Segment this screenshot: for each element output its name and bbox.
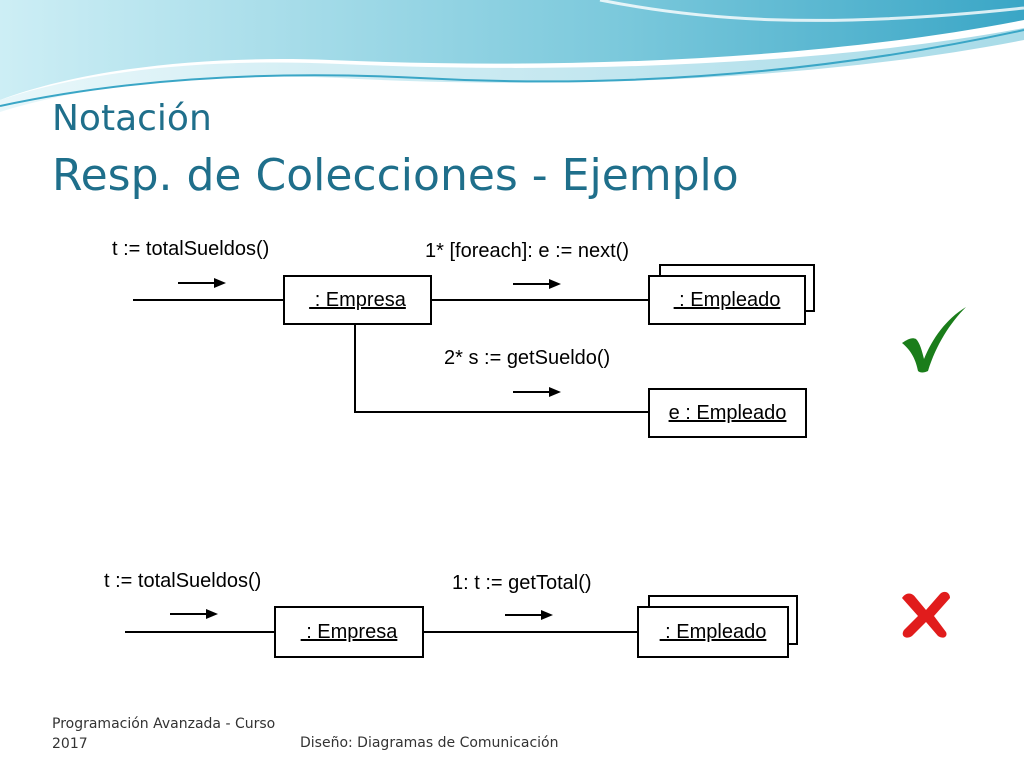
incorrect-empleado-multiobject: : Empleado (637, 606, 789, 658)
correct-message-1: 1* [foreach]: e := next() (425, 240, 629, 262)
arrow-message-in (178, 278, 226, 288)
footer-course: Programación Avanzada - Curso 2017 (52, 716, 276, 752)
slide-title: Resp. de Colecciones - Ejemplo (52, 150, 739, 201)
footer-topic: Diseño: Diagramas de Comunicación (300, 735, 559, 751)
correct-message-in: t := totalSueldos() (112, 238, 270, 260)
correct-empleado-multiobject: : Empleado (648, 275, 806, 325)
incorrect-empresa-label: : Empresa (300, 620, 398, 643)
correct-empleado-multi-label: : Empleado (673, 288, 781, 311)
correct-empresa-label: : Empresa (309, 288, 406, 311)
header-wave-decoration (0, 0, 1024, 112)
correct-empresa-object: : Empresa (283, 275, 432, 325)
arrow-message-2 (513, 387, 561, 397)
arrow-message-in-2 (170, 609, 218, 619)
correct-message-2: 2* s := getSueldo() (444, 347, 611, 369)
incorrect-message-1: 1: t := getTotal() (452, 572, 592, 594)
cross-icon (902, 591, 950, 638)
incorrect-empresa-object: : Empresa (274, 606, 424, 658)
check-icon (902, 307, 966, 373)
slide-subtitle: Notación (52, 98, 212, 139)
arrow-message-1-2 (505, 610, 553, 620)
arrow-message-1 (513, 279, 561, 289)
link-empresa-empleado (354, 325, 648, 413)
incorrect-empleado-multi-label: : Empleado (659, 620, 767, 643)
correct-empleado-single-label: e : Empleado (668, 401, 787, 424)
correct-empleado-object: e : Empleado (648, 388, 807, 438)
incorrect-message-in: t := totalSueldos() (104, 570, 262, 592)
